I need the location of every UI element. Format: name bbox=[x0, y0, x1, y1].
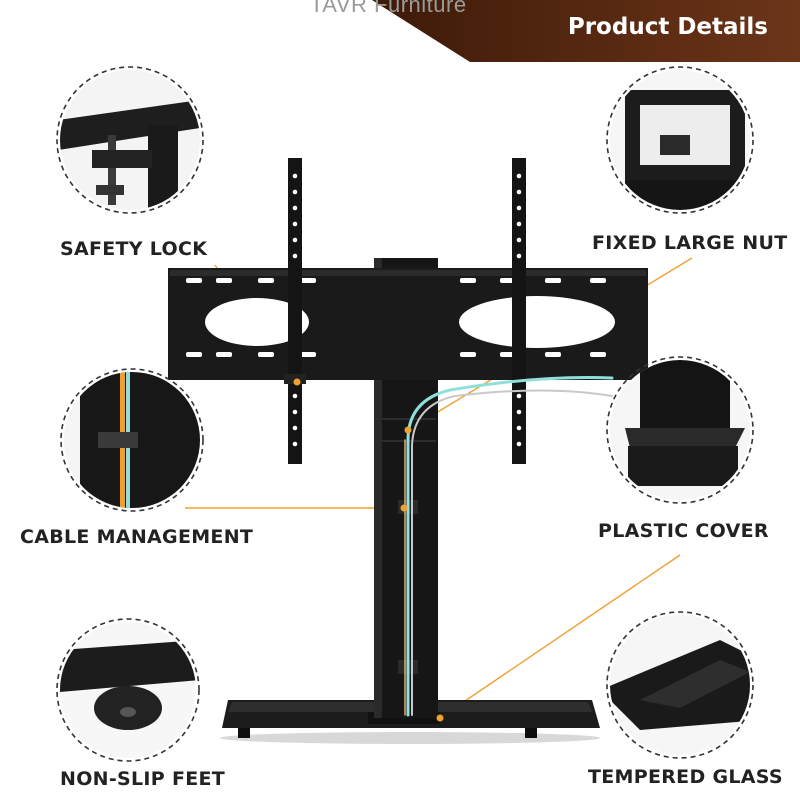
stand bbox=[168, 158, 648, 744]
vesa-arm-right bbox=[512, 158, 526, 464]
detail-circle-fixed-large-nut bbox=[606, 66, 754, 214]
detail-circle-safety-lock bbox=[56, 66, 204, 214]
banner-title: Product Details bbox=[567, 14, 768, 40]
label-cable-management: CABLE MANAGEMENT bbox=[20, 526, 254, 548]
cables bbox=[404, 376, 614, 717]
vesa-arm-left bbox=[288, 158, 302, 464]
banner bbox=[372, 0, 800, 62]
brand-watermark: TAVR Furniture bbox=[310, 0, 467, 17]
leader-dots bbox=[293, 378, 444, 722]
detail-circle-tempered-glass bbox=[606, 611, 754, 759]
label-fixed-large-nut: FIXED LARGE NUT bbox=[592, 232, 788, 254]
leader-line-tempered-glass bbox=[439, 554, 681, 719]
detail-circle-non-slip-feet bbox=[56, 618, 200, 762]
label-non-slip-feet: NON-SLIP FEET bbox=[60, 768, 226, 790]
label-tempered-glass: TEMPERED GLASS bbox=[588, 766, 783, 788]
label-plastic-cover: PLASTIC COVER bbox=[598, 520, 769, 542]
banner-shape bbox=[372, 0, 800, 62]
detail-circle-plastic-cover bbox=[606, 356, 754, 504]
detail-circle-cable-management bbox=[60, 368, 204, 512]
label-safety-lock: SAFETY LOCK bbox=[60, 238, 208, 260]
